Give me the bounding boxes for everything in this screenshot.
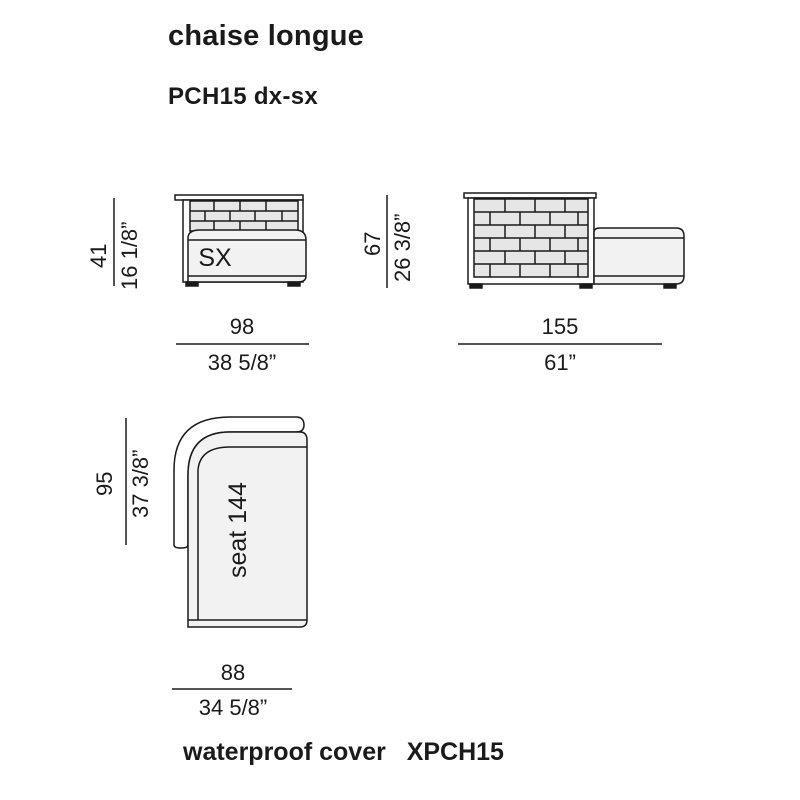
top-view xyxy=(125,416,308,690)
side-view xyxy=(113,194,309,345)
front-height-cm: 67 xyxy=(360,231,385,256)
side-view-label: SX xyxy=(198,244,232,272)
side-height-in: 16 1/8” xyxy=(117,221,142,291)
waterproof-cover-code: XPCH15 xyxy=(406,738,504,766)
top-depth-in: 37 3/8” xyxy=(128,449,153,519)
product-title: chaise longue xyxy=(168,20,364,52)
side-width-in: 38 5/8” xyxy=(207,350,277,375)
side-height-cm: 41 xyxy=(86,243,111,268)
front-view xyxy=(386,192,685,345)
footer: waterproof cover XPCH15 xyxy=(183,738,504,767)
side-width-cm: 98 xyxy=(229,314,255,339)
front-height-in: 26 3/8” xyxy=(390,213,415,283)
product-code: PCH15 dx-sx xyxy=(168,83,319,110)
waterproof-cover-label: waterproof cover xyxy=(183,738,386,766)
top-width-in: 34 5/8” xyxy=(198,695,268,720)
front-width-in: 61” xyxy=(544,350,576,375)
top-width-cm: 88 xyxy=(220,660,246,685)
seat-label: seat 144 xyxy=(224,482,252,578)
top-depth-cm: 95 xyxy=(92,471,117,496)
front-width-cm: 155 xyxy=(541,314,579,339)
